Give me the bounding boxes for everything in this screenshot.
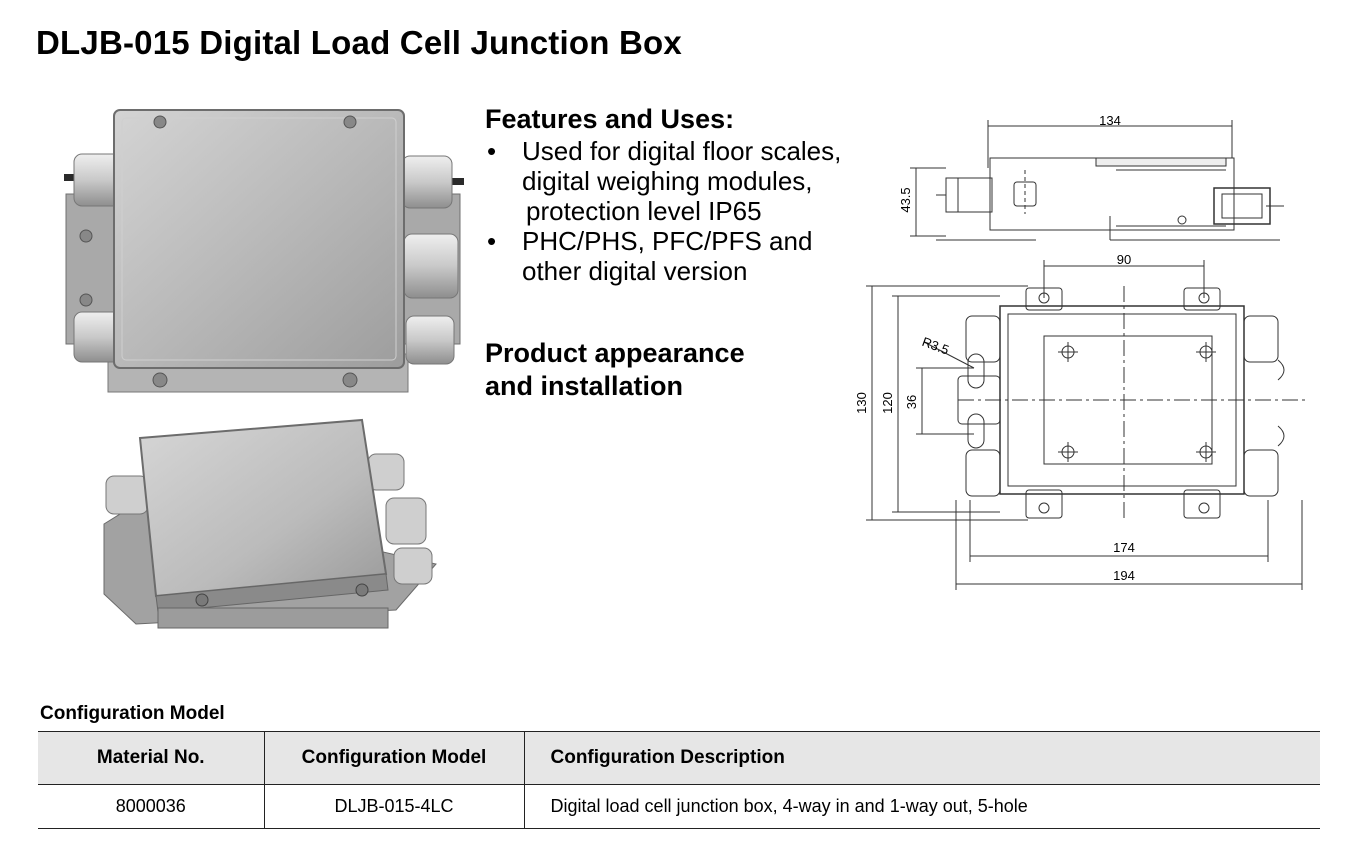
- dim-134: 134: [1099, 113, 1121, 128]
- cell-config-model: DLJB-015-4LC: [263, 784, 524, 829]
- dim-90: 90: [1117, 252, 1131, 267]
- config-heading: Configuration Model: [40, 703, 225, 724]
- dim-36: 36: [904, 395, 919, 409]
- cell-config-description: Digital load cell junction box, 4-way in…: [523, 784, 1320, 829]
- features-section: Features and Uses: • Used for digital fl…: [485, 103, 885, 286]
- column-header-config-model: Configuration Model: [263, 731, 524, 785]
- appearance-heading: Product appearance and installation: [485, 337, 745, 403]
- feature-line: other digital version: [522, 256, 748, 286]
- column-header-material-no: Material No.: [38, 731, 264, 785]
- table-header-row: Material No. Configuration Model Configu…: [38, 731, 1320, 785]
- top-view-drawing: 90 130 120 36 R3.5 174 194: [854, 252, 1308, 590]
- page-title: DLJB-015 Digital Load Cell Junction Box: [36, 24, 682, 61]
- dim-130: 130: [854, 392, 869, 414]
- table-row: 8000036 DLJB-015-4LC Digital load cell j…: [38, 784, 1320, 829]
- dim-194: 194: [1113, 568, 1135, 583]
- feature-item: • Used for digital floor scales, digital…: [485, 136, 885, 226]
- bullet-icon: •: [487, 136, 497, 166]
- feature-line: digital weighing modules,: [522, 166, 813, 196]
- side-view-drawing: 134 43.5: [898, 113, 1284, 241]
- dim-120: 120: [880, 392, 895, 414]
- column-header-config-description: Configuration Description: [523, 731, 1320, 785]
- appearance-line: and installation: [485, 371, 684, 401]
- product-photo-angled: [103, 418, 437, 629]
- dim-174: 174: [1113, 540, 1135, 555]
- feature-line: protection level IP65: [526, 196, 762, 226]
- product-photo-top: [64, 109, 464, 393]
- appearance-line: Product appearance: [485, 338, 745, 368]
- features-list: • Used for digital floor scales, digital…: [485, 136, 885, 286]
- dim-r3-5: R3.5: [920, 334, 951, 357]
- feature-item: • PHC/PHS, PFC/PFS and other digital ver…: [485, 226, 885, 286]
- dim-43-5: 43.5: [898, 187, 913, 212]
- config-table: Material No. Configuration Model Configu…: [38, 731, 1320, 829]
- bullet-icon: •: [487, 226, 497, 256]
- feature-line: Used for digital floor scales,: [522, 136, 842, 166]
- features-heading: Features and Uses:: [485, 104, 735, 134]
- cell-material-no: 8000036: [38, 784, 264, 829]
- feature-line: PHC/PHS, PFC/PFS and: [522, 226, 813, 256]
